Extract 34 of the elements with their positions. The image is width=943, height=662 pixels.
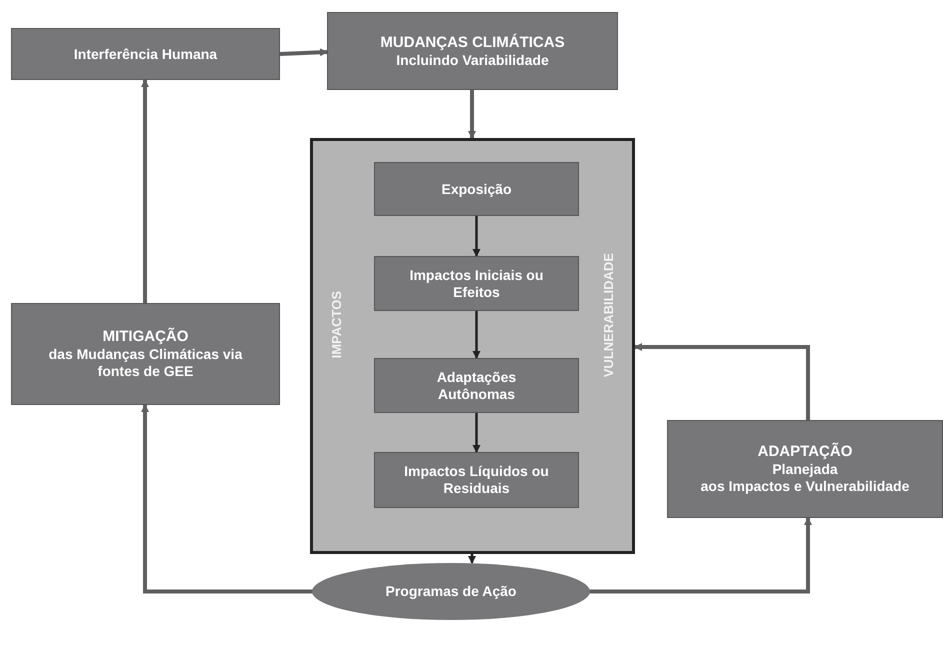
process-box	[11, 303, 280, 405]
box-text: Impactos Iniciais ou Efeitos	[408, 266, 544, 300]
box-heading: MUDANÇAS CLIMÁTICAS	[380, 34, 565, 52]
arrow	[468, 90, 476, 139]
box-text: das Mudanças Climáticas via fontes de GEE	[48, 346, 244, 380]
box-text: Planejada	[771, 461, 839, 478]
box-heading: MITIGAÇÃO	[102, 328, 188, 346]
process-box	[667, 420, 943, 518]
process-box	[327, 12, 618, 90]
box-heading: ADAPTAÇÃO	[758, 443, 852, 462]
arrow	[472, 216, 480, 257]
box-text: Adaptações Autônomas	[436, 368, 518, 402]
arrow	[468, 554, 476, 564]
box-text: Interferência Humana	[72, 46, 218, 62]
arrow	[472, 413, 480, 453]
arrow	[141, 404, 314, 594]
vertical-label: VULNERABILIDADE	[600, 253, 616, 378]
box-text: Incluindo Variabilidade	[395, 52, 550, 68]
arrow	[472, 311, 480, 359]
group-panel	[310, 138, 635, 554]
arrow	[141, 79, 149, 303]
process-box	[374, 452, 579, 508]
box-text: aos Impactos e Vulnerabilidade	[700, 478, 910, 495]
vertical-label: IMPACTOS	[328, 291, 345, 358]
process-box	[374, 358, 579, 413]
box-text: Programas de Ação	[384, 583, 518, 600]
arrow	[634, 343, 810, 420]
box-text: Impactos Líquidos ou Residuais	[403, 463, 550, 497]
process-box	[374, 162, 579, 216]
arrow	[588, 517, 812, 594]
process-box	[374, 256, 579, 311]
box-text: Exposição	[440, 180, 513, 198]
arrow	[280, 48, 328, 56]
process-box	[11, 28, 280, 80]
